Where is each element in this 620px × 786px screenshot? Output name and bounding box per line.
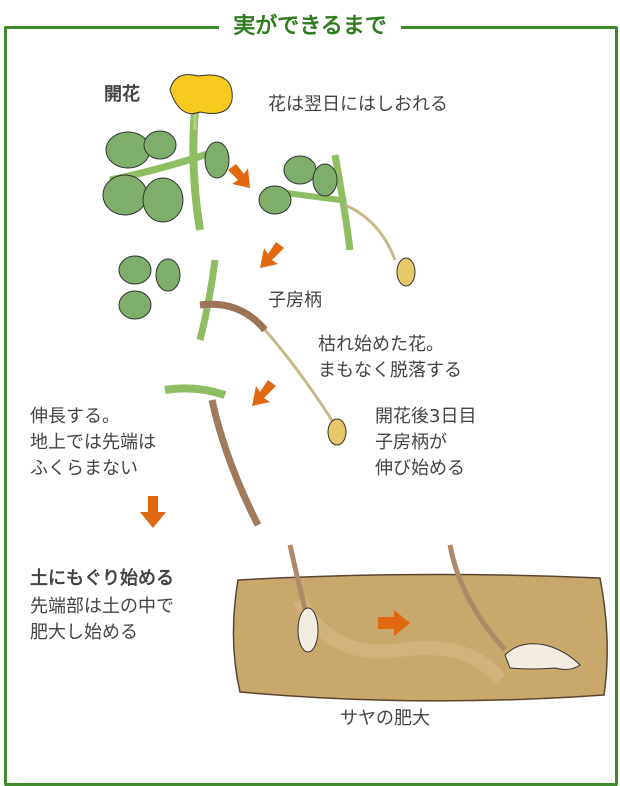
- arrow-right: [378, 610, 410, 636]
- label-day3: 開花後3日目 子房柄が 伸び始める: [375, 406, 477, 479]
- arrows: [140, 164, 410, 636]
- label-elongates: 伸長する。 地上では先端は ふくらまない: [30, 406, 156, 479]
- diagram-title: 実ができるまで: [0, 8, 620, 40]
- soil: [232, 573, 608, 702]
- label-tip-swells: 先端部は土の中で 肥大し始める: [30, 596, 174, 643]
- label-pod-swelling: サヤの肥大: [340, 708, 430, 729]
- arrow-down-right: [228, 164, 250, 188]
- yellow-flower: [169, 74, 233, 115]
- label-withering-flower: 枯れ始めた花。 まもなく脱落する: [318, 334, 462, 381]
- arrow-down-left-1: [260, 242, 284, 268]
- arrow-down: [140, 496, 166, 528]
- elongating-gynophore: [164, 384, 581, 670]
- wilting-plant: [258, 154, 416, 287]
- gynophore-plant: [118, 255, 347, 446]
- label-flowering: 開花: [104, 84, 140, 105]
- label-gynophore: 子房柄: [268, 290, 322, 311]
- arrow-down-left-2: [252, 380, 276, 406]
- label-wilts-next-day: 花は翌日にはしおれる: [268, 94, 448, 115]
- label-burrowing: 土にもぐり始める: [30, 568, 174, 589]
- flowering-plant: [102, 74, 233, 231]
